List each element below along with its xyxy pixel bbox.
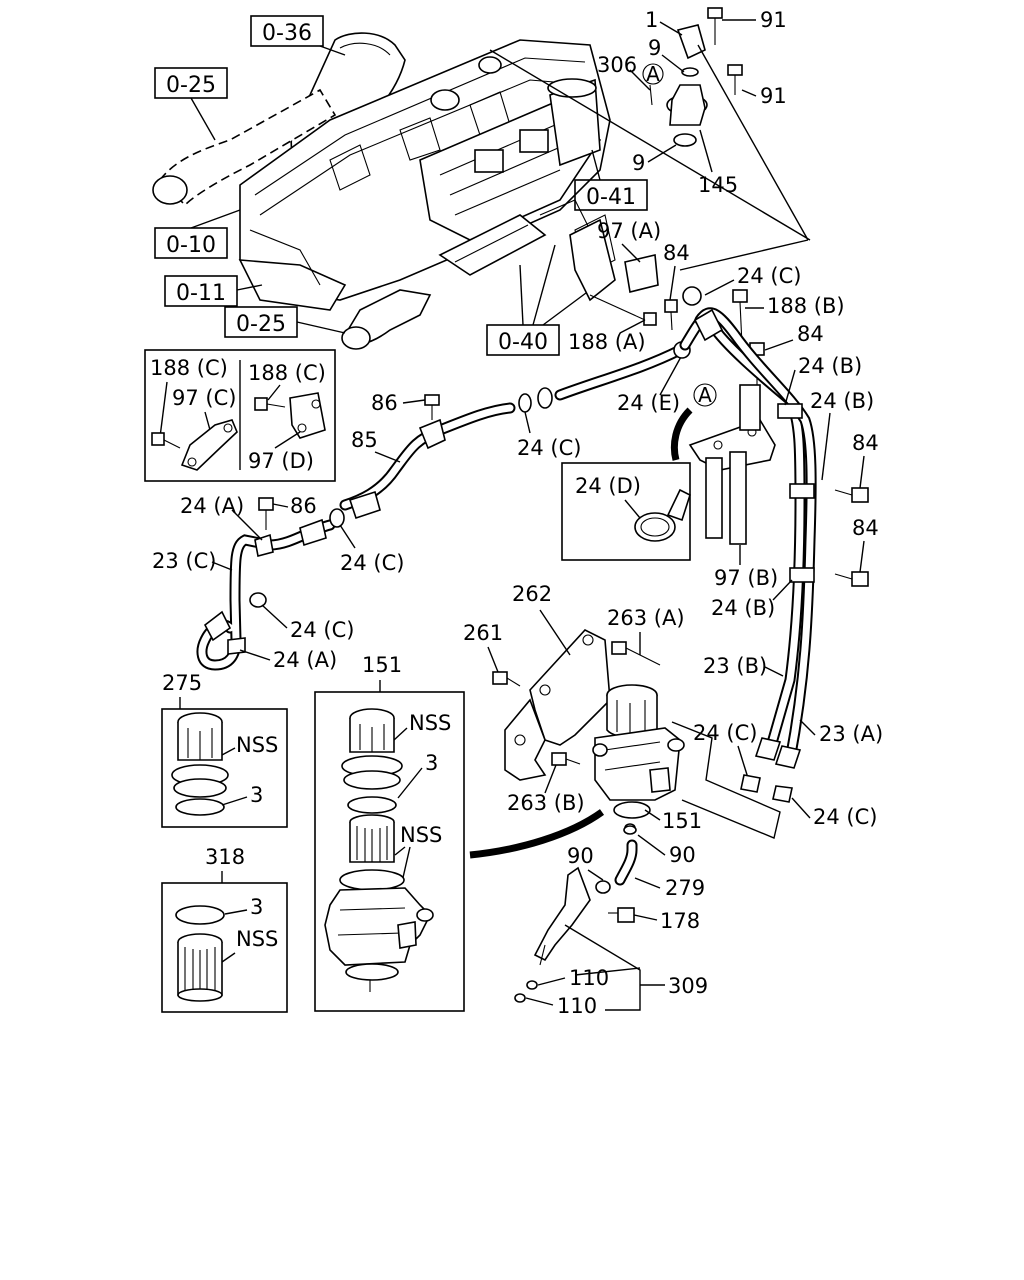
ref-label: 0-40	[498, 330, 548, 355]
part-label-3: 3	[250, 783, 263, 807]
part-label-309: 309	[668, 974, 708, 998]
fuel-filter-head	[492, 629, 685, 833]
reference-box-0-25-top[interactable]: 0-25	[154, 67, 228, 99]
part-label-188b: 188 (B)	[767, 294, 845, 318]
part-label-306: 306	[597, 53, 637, 77]
part-label-24c: 24 (C)	[737, 264, 801, 288]
part-label-24a: 24 (A)	[273, 648, 337, 672]
part-label-24c: 24 (C)	[693, 721, 757, 745]
part-label-24a: 24 (A)	[180, 494, 244, 518]
circle-marker-a: A	[698, 383, 712, 407]
reference-box-0-11[interactable]: 0-11	[164, 275, 238, 307]
ref-label: 0-25	[236, 312, 286, 337]
part-label-23a: 23 (A)	[819, 722, 883, 746]
sensor-assembly-top	[649, 7, 743, 147]
part-label-275: 275	[162, 671, 202, 695]
part-label-97c: 97 (C)	[172, 386, 236, 410]
part-label-188c: 188 (C)	[248, 361, 326, 385]
bracket-97b	[688, 384, 776, 545]
part-label-24c: 24 (C)	[517, 436, 581, 460]
part-label-24c: 24 (C)	[813, 805, 877, 829]
part-label-nss: NSS	[409, 711, 451, 735]
part-label-91: 91	[760, 8, 787, 32]
reference-box-0-41[interactable]: 0-41	[574, 179, 648, 211]
circle-marker-a: A	[646, 62, 660, 86]
part-label-90: 90	[669, 843, 696, 867]
reference-box-0-25-bottom[interactable]: 0-25	[224, 306, 298, 338]
part-label-nss: NSS	[236, 733, 278, 757]
engine-assembly	[152, 32, 616, 350]
part-label-85: 85	[351, 428, 378, 452]
part-label-84: 84	[852, 516, 879, 540]
part-label-3: 3	[250, 895, 263, 919]
part-label-84: 84	[797, 322, 824, 346]
detail-box-318: 318 3 NSS	[161, 845, 288, 1013]
part-label-97b: 97 (B)	[714, 566, 778, 590]
reference-box-0-36[interactable]: 0-36	[250, 15, 324, 47]
detail-box-275: 275 NSS 3	[161, 671, 288, 828]
part-label-84: 84	[852, 431, 879, 455]
part-label-86: 86	[371, 391, 398, 415]
part-label-nss: NSS	[236, 927, 278, 951]
part-label-91: 91	[760, 84, 787, 108]
part-label-24d: 24 (D)	[575, 474, 641, 498]
part-label-151: 151	[362, 653, 402, 677]
part-label-24c: 24 (C)	[290, 618, 354, 642]
bracket-97a	[569, 218, 659, 326]
fuel-lines-right	[679, 307, 817, 769]
reference-box-0-10[interactable]: 0-10	[154, 227, 228, 259]
part-label-9: 9	[632, 151, 645, 175]
part-label-84: 84	[663, 241, 690, 265]
fuel-hose-23c	[196, 497, 345, 671]
part-label-23c: 23 (C)	[152, 549, 216, 573]
fuel-hose-85	[339, 344, 686, 520]
part-label-151: 151	[662, 809, 702, 833]
part-label-262: 262	[512, 582, 552, 606]
fuel-hose-279	[514, 825, 638, 1003]
part-label-1: 1	[645, 8, 658, 32]
part-label-178: 178	[660, 909, 700, 933]
part-label-110: 110	[569, 966, 609, 990]
part-label-3: 3	[425, 751, 438, 775]
part-label-24c: 24 (C)	[340, 551, 404, 575]
part-label-188c: 188 (C)	[150, 356, 228, 380]
part-label-318: 318	[205, 845, 245, 869]
ref-label: 0-41	[586, 185, 636, 210]
ref-label: 0-10	[166, 233, 216, 258]
part-label-188a: 188 (A)	[568, 330, 646, 354]
part-label-97a: 97 (A)	[597, 219, 661, 243]
detail-box-151: 151 NSS 3 NSS	[314, 653, 465, 1012]
ref-label: 0-36	[262, 21, 312, 46]
part-label-nss: NSS	[400, 823, 442, 847]
part-label-23b: 23 (B)	[703, 654, 767, 678]
part-label-263b: 263 (B)	[507, 791, 585, 815]
part-label-9: 9	[648, 36, 661, 60]
part-label-86: 86	[290, 494, 317, 518]
detail-box-24d: 24 (D)	[561, 462, 691, 561]
reference-box-0-40[interactable]: 0-40	[486, 324, 560, 356]
part-label-90: 90	[567, 844, 594, 868]
part-label-24e: 24 (E)	[617, 391, 680, 415]
ref-label: 0-11	[176, 281, 226, 306]
part-label-97d: 97 (D)	[248, 449, 314, 473]
ref-label: 0-25	[166, 73, 216, 98]
part-label-24b: 24 (B)	[798, 354, 862, 378]
part-label-24b: 24 (B)	[711, 596, 775, 620]
detail-box-188c: 188 (C) 97 (C) 188 (C) 97 (D)	[144, 349, 336, 482]
part-label-263a: 263 (A)	[607, 606, 685, 630]
part-label-279: 279	[665, 876, 705, 900]
part-label-261: 261	[463, 621, 503, 645]
part-label-24b: 24 (B)	[810, 389, 874, 413]
part-label-110: 110	[557, 994, 597, 1018]
